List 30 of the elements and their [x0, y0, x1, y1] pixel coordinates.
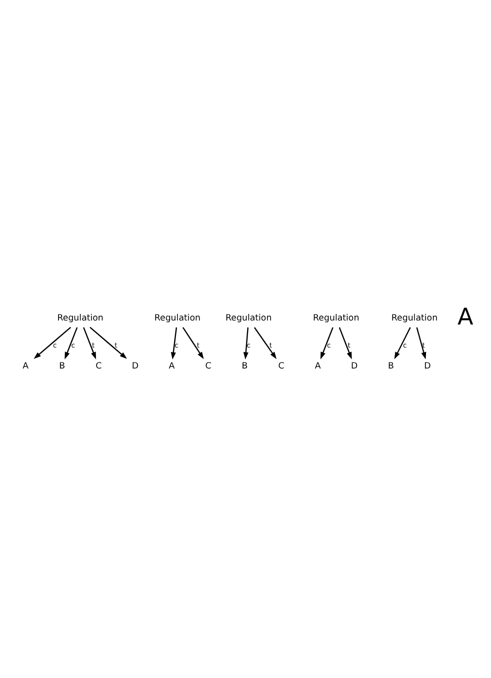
arrow [64, 326, 78, 359]
node-text: A [314, 361, 321, 372]
node-text: C [205, 361, 212, 372]
arrow [394, 326, 411, 359]
node-text: D [424, 361, 431, 372]
arrow [416, 326, 426, 359]
arrow [320, 326, 334, 359]
node-text: D [132, 361, 138, 372]
node-text: A [168, 361, 175, 372]
node-text: B [388, 361, 394, 372]
node-text: C [96, 361, 102, 372]
arrow [182, 326, 204, 359]
node-text: Regulation [154, 313, 201, 324]
node-text: Regulation [57, 313, 104, 324]
node-text: C [278, 361, 284, 372]
node-text: B [59, 361, 66, 372]
arrow [254, 326, 277, 359]
arrow [338, 326, 352, 359]
node-text: D [351, 361, 358, 372]
node-text: A [22, 361, 29, 372]
arrow [34, 326, 72, 358]
arrow [170, 326, 178, 359]
label: A [458, 304, 474, 330]
arrow [90, 326, 127, 358]
node-text: Regulation [391, 313, 438, 324]
arrow [243, 326, 249, 359]
node-text: B [242, 361, 248, 372]
node-text: Regulation [226, 313, 272, 324]
arrow [83, 326, 96, 359]
node-text: Regulation [313, 313, 360, 324]
